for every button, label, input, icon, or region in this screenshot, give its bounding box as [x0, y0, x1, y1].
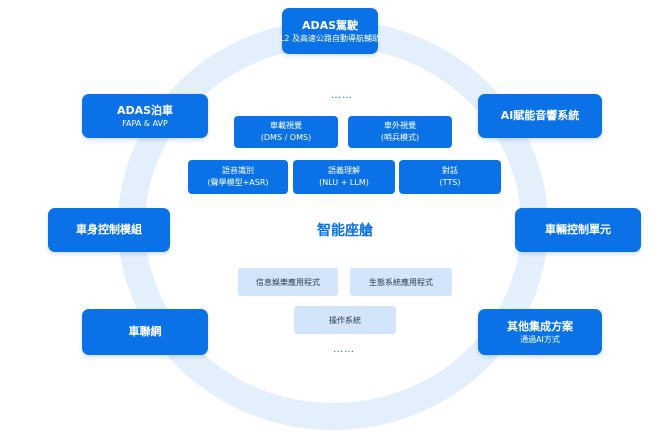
module-line1: 語義理解 [328, 166, 360, 175]
module-line1: 語音識別 [222, 166, 254, 175]
module-line1: 車外視覺 [384, 121, 416, 130]
node-title: 車身控制模組 [76, 223, 142, 236]
ellipsis-bottom: …… [333, 344, 355, 355]
module-line1: 對話 [442, 166, 458, 175]
node-subtitle: L2 及高速公路自動導航輔助 [279, 33, 381, 43]
module-line1: 車載視覺 [270, 121, 302, 130]
app-infotainment: 信息娛樂應用程式 [238, 268, 338, 296]
node-adas-parking: ADAS泊車 FAPA & AVP [82, 94, 208, 138]
module-exterior-vision: 車外視覺 (哨兵模式) [348, 116, 452, 148]
node-title: 其他集成方案 [507, 319, 573, 333]
module-line2: (NLU + LLM) [319, 178, 369, 187]
node-body-control-module: 車身控制模組 [48, 208, 170, 252]
module-speech-recognition: 語音識別 (聲學模型+ASR) [188, 160, 288, 194]
module-semantic-understanding: 語義理解 (NLU + LLM) [293, 160, 395, 194]
node-adas-driving: ADAS駕駛 L2 及高速公路自動導航輔助 [279, 8, 381, 54]
node-title: 車聯網 [128, 325, 162, 338]
module-line2: (TTS) [439, 178, 461, 187]
node-title: ADAS泊車 [116, 103, 174, 117]
node-ai-audio: AI賦能音響系統 [478, 94, 602, 138]
module-dialogue: 對話 (TTS) [399, 160, 501, 194]
node-subtitle: FAPA & AVP [122, 118, 168, 128]
center-title: 智能座艙 [317, 223, 373, 239]
app-ecosystem: 生態系統應用程式 [350, 268, 452, 296]
operating-system: 操作系統 [294, 306, 396, 334]
node-title: 車輛控制單元 [545, 223, 611, 236]
module-line2: (哨兵模式) [380, 133, 420, 142]
module-in-cabin-vision: 車載視覺 (DMS / OMS) [234, 116, 338, 148]
node-other-solutions: 其他集成方案 通過AI方式 [478, 309, 602, 355]
node-title: AI賦能音響系統 [500, 109, 580, 122]
module-line2: (DMS / OMS) [260, 133, 312, 142]
node-title: ADAS駕駛 [301, 18, 359, 32]
ellipsis-top: …… [331, 90, 353, 101]
module-line2: (聲學模型+ASR) [207, 178, 269, 187]
node-connected-vehicle: 車聯網 [82, 309, 208, 355]
node-vehicle-control-unit: 車輛控制單元 [515, 208, 641, 252]
node-subtitle: 通過AI方式 [520, 334, 560, 344]
